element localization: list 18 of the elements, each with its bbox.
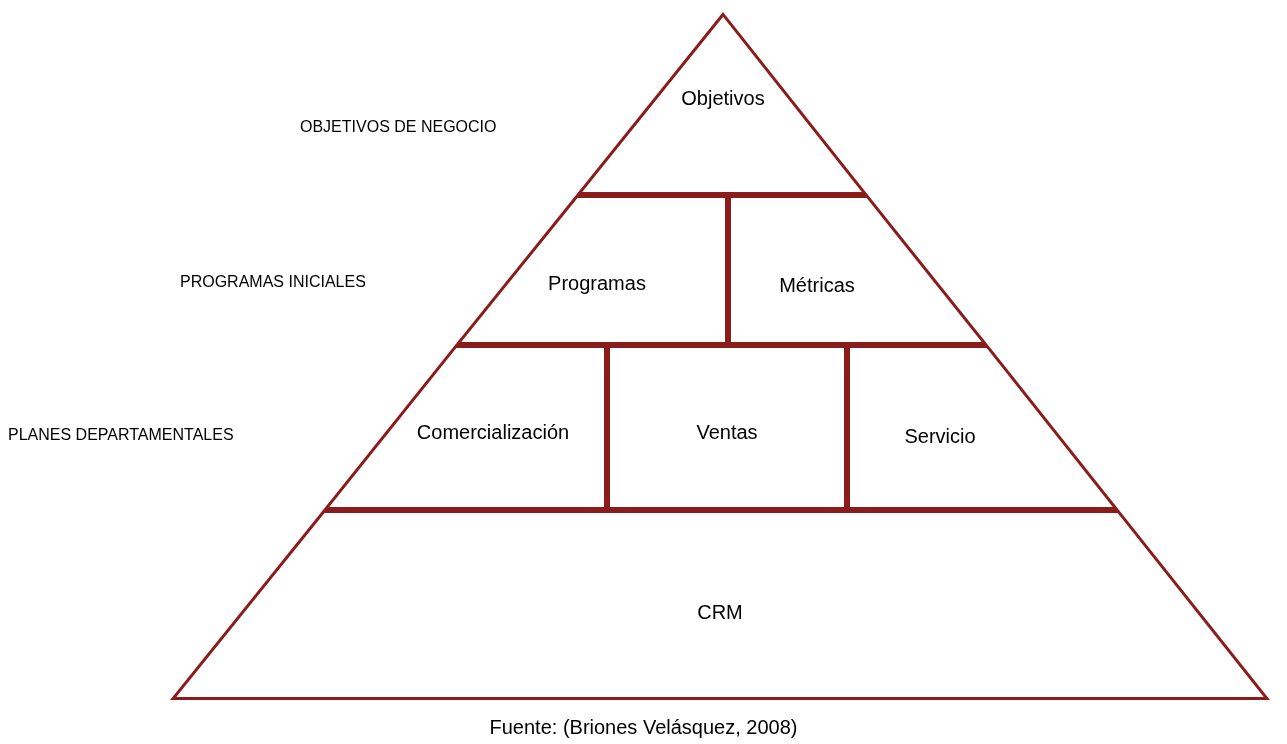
tier-label: Programas <box>548 271 646 295</box>
tier-label: Métricas <box>779 273 855 297</box>
level-label: PLANES DEPARTAMENTALES <box>8 426 234 444</box>
pyramid-tier <box>170 510 1270 700</box>
pyramid-tier <box>728 195 988 345</box>
tier-label: CRM <box>697 600 743 624</box>
pyramid-tier <box>455 195 728 345</box>
tier-label: Objetivos <box>681 86 765 110</box>
tier-label: Servicio <box>904 424 976 448</box>
level-label: PROGRAMAS INICIALES <box>180 273 366 291</box>
pyramid-tier <box>323 345 607 510</box>
tier-label: Ventas <box>696 420 758 444</box>
pyramid-tier <box>607 345 847 510</box>
pyramid-tier <box>847 345 1119 510</box>
pyramid-tier <box>576 12 868 195</box>
source-caption: Fuente: (Briones Velásquez, 2008) <box>488 716 799 739</box>
level-label: OBJETIVOS DE NEGOCIO <box>300 118 497 136</box>
tier-label: Comercialización <box>416 420 570 444</box>
